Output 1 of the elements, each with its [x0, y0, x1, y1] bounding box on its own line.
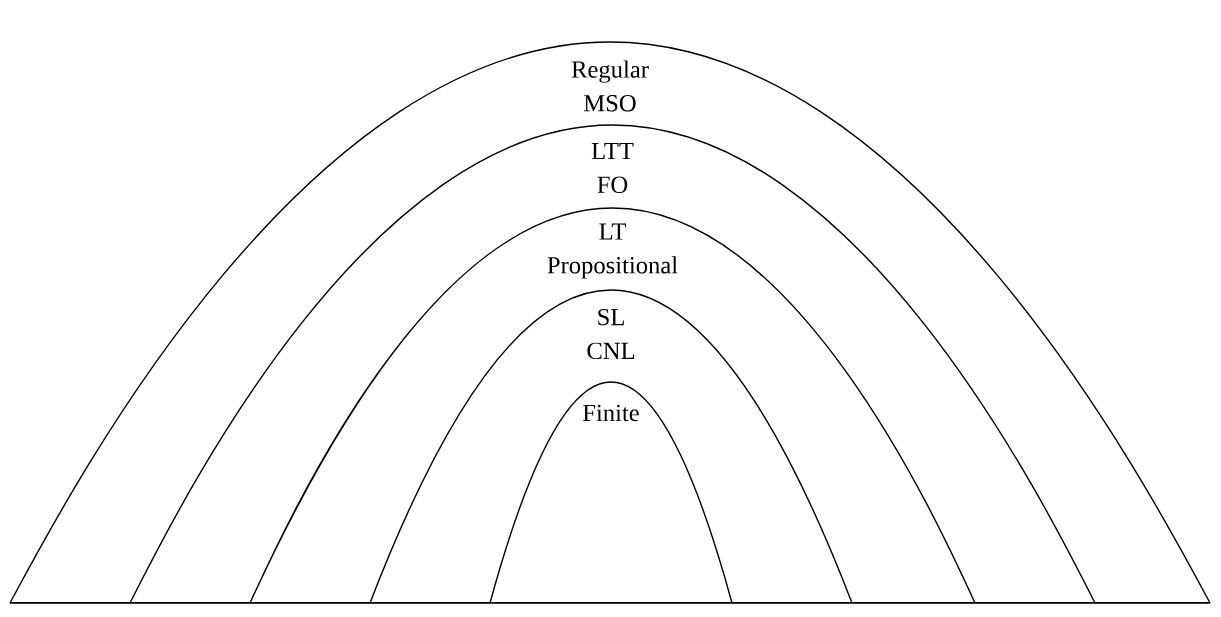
arch: Finite [489, 381, 733, 604]
